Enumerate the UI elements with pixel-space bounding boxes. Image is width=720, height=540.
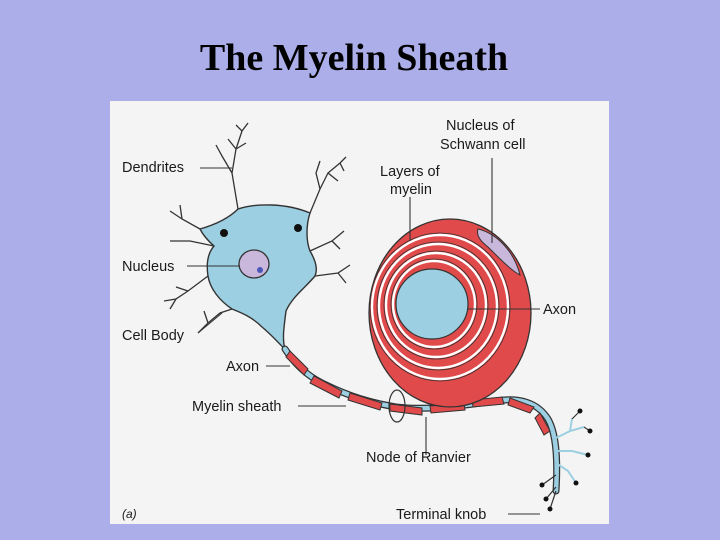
label-myelin-layers-line2: myelin — [390, 182, 432, 198]
label-myelin-sheath: Myelin sheath — [192, 399, 281, 415]
schwann-nucleus-shape — [477, 228, 521, 276]
label-nucleus: Nucleus — [122, 259, 174, 275]
label-schwann-nucleus-line1: Nucleus of — [446, 118, 515, 134]
label-terminal-knob: Terminal knob — [396, 507, 486, 523]
label-axon-left: Axon — [226, 359, 259, 375]
slide-title: The Myelin Sheath — [199, 37, 509, 79]
terminal-knob-dots — [539, 408, 593, 512]
dendrite-junction-dot — [294, 224, 302, 232]
nucleus-shape — [238, 249, 270, 279]
neuron-illustration: Dendrites Nucleus Cell Body Axon Myelin … — [122, 118, 593, 523]
dendrite-branches — [163, 122, 351, 334]
myelin-segments — [285, 350, 551, 436]
axon-cross-core — [395, 268, 469, 340]
nucleolus — [257, 267, 263, 273]
leader-lines — [187, 158, 540, 515]
label-node-of-ranvier: Node of Ranvier — [366, 450, 471, 466]
label-cell-body: Cell Body — [122, 328, 185, 344]
label-axon-right: Axon — [543, 302, 576, 318]
neuron-diagram: Dendrites Nucleus Cell Body Axon Myelin … — [110, 101, 609, 524]
dendrite-junction-dot — [220, 229, 228, 237]
label-schwann-nucleus-line2: Schwann cell — [440, 137, 525, 153]
node-of-ranvier-ring — [388, 389, 406, 423]
figure-panel-tag: (a) — [122, 507, 137, 521]
label-dendrites: Dendrites — [122, 160, 184, 176]
label-myelin-layers-line1: Layers of — [380, 164, 441, 180]
myelin-cross-section — [368, 218, 532, 408]
